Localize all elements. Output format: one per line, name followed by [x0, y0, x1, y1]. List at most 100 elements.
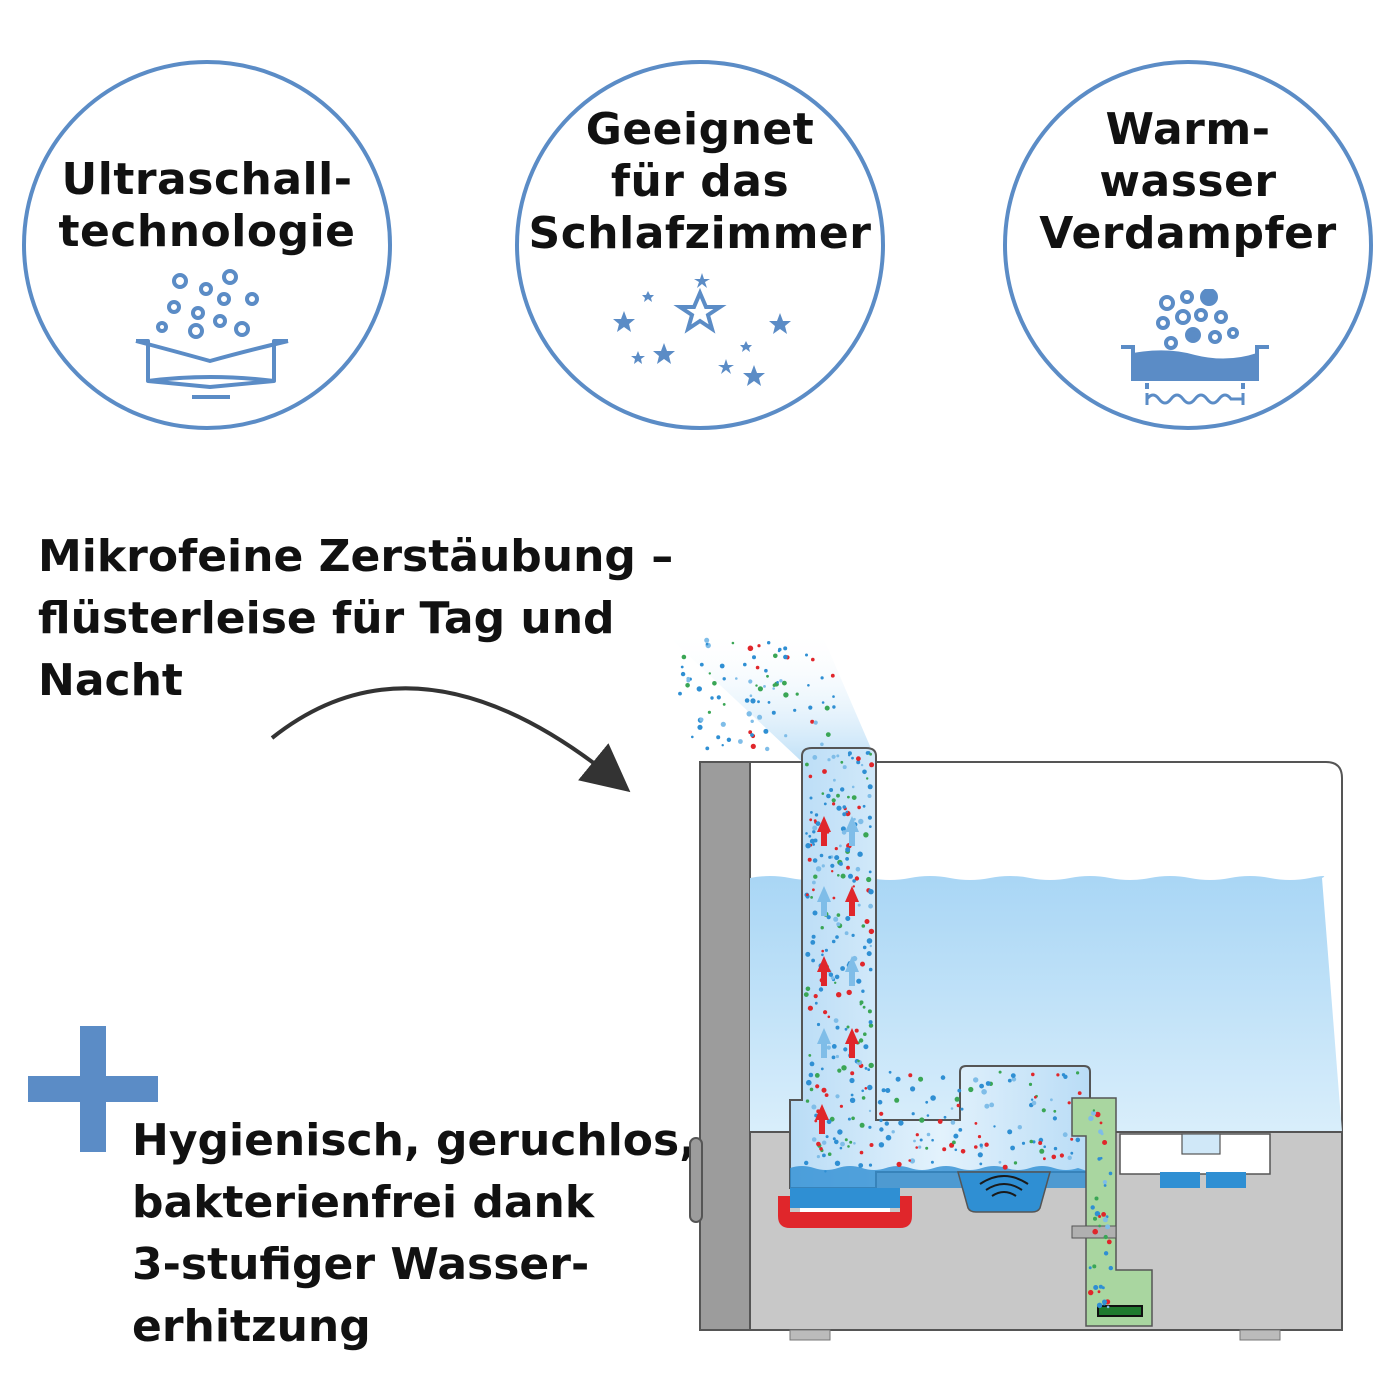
mist-particle [1103, 1184, 1107, 1187]
mist-particle [930, 1095, 936, 1101]
mist-particle [830, 673, 835, 678]
mist-particle [710, 696, 714, 700]
mist-particle [1102, 1180, 1107, 1185]
mist-particle [1031, 1100, 1037, 1106]
mist-particle [979, 1143, 983, 1147]
mist-particle [868, 825, 872, 828]
mist-particle [847, 1145, 850, 1148]
mist-particle [831, 1044, 837, 1049]
mist-particle [826, 1045, 831, 1050]
mist-particle [815, 1084, 820, 1089]
mist-particle [747, 645, 754, 652]
flow-arrow-up [817, 816, 831, 846]
mist-particle [1106, 1305, 1110, 1309]
mist-particle [851, 933, 855, 938]
mist-particle [859, 1000, 864, 1005]
mist-particle [868, 1062, 874, 1069]
mist-particle [953, 1133, 959, 1139]
right-chamber-water-right [1206, 1172, 1246, 1188]
mist-particle [773, 653, 778, 659]
badge-warmwater-text: Warm- wasser Verdampfer [1039, 104, 1337, 259]
mist-particle [1043, 1157, 1046, 1161]
right-chamber-water-left [1160, 1172, 1200, 1188]
mist-particle [843, 1047, 848, 1052]
mist-particle [837, 874, 840, 877]
mist-particle [832, 695, 835, 698]
side-knob [689, 1137, 703, 1223]
mist-particle [841, 1065, 847, 1071]
mist-particle [1092, 1264, 1097, 1269]
mist-particle [811, 958, 815, 963]
mist-particle [813, 819, 817, 822]
heated-bowl-bubbles-icon [1121, 289, 1269, 405]
heater-plate [800, 1208, 890, 1212]
mist-particle [842, 765, 847, 770]
mist-particle [686, 676, 690, 681]
mist-particle [1108, 1265, 1114, 1271]
mist-particle [812, 880, 816, 885]
mist-particle [896, 1161, 902, 1167]
mist-particle [815, 866, 822, 872]
mist-particle [973, 1077, 979, 1083]
mist-particle [811, 657, 815, 662]
mist-particle [803, 992, 809, 997]
mist-particle [835, 1094, 840, 1099]
mist-particle [974, 1122, 978, 1125]
mist-particle [825, 732, 831, 737]
mist-particle [895, 1076, 901, 1082]
sound-waves [979, 1175, 1029, 1197]
mist-particle [834, 1160, 841, 1167]
mist-particle [696, 686, 702, 692]
mist-particle [894, 1097, 900, 1103]
mist-particle [812, 755, 818, 760]
mist-particle [816, 1155, 821, 1159]
mist-particle [867, 1084, 873, 1091]
mist-particle [824, 948, 829, 952]
mist-particle [1094, 1196, 1099, 1201]
mist-particle [1101, 1286, 1105, 1290]
mist-particle [819, 853, 824, 858]
mist-particle [837, 1129, 843, 1135]
flow-arrow-up [817, 886, 831, 916]
mist-particle [1028, 1082, 1033, 1086]
mist-particle [779, 679, 783, 683]
mist-particle [813, 720, 818, 725]
mist-particle [977, 1135, 982, 1139]
mist-particle [808, 1054, 812, 1057]
ultrasonic-bowl-bubbles-icon [135, 269, 289, 399]
mist-particle [1038, 1141, 1043, 1145]
filter-heater [1097, 1305, 1143, 1317]
mist-particle [954, 1096, 960, 1102]
flow-arrow-up [845, 886, 859, 916]
badge-warmwater: Warm- wasser Verdampfer [1003, 60, 1373, 430]
mist-particle [868, 1109, 872, 1113]
mist-particle [809, 1061, 815, 1067]
mist-particle [816, 1022, 821, 1027]
mist-particle [839, 1104, 844, 1108]
mist-particle [862, 804, 866, 808]
mist-particle [1010, 1073, 1016, 1078]
mist-particle [851, 795, 857, 800]
mist-particle [743, 662, 747, 667]
mist-particle [1094, 1211, 1101, 1217]
mist-particle [844, 931, 849, 936]
mist-particle [833, 778, 836, 782]
mist-particle [840, 1141, 845, 1147]
mist-particle [908, 1073, 913, 1078]
mist-particle [857, 851, 863, 857]
mist-particle [925, 1100, 929, 1104]
mist-particle [755, 665, 760, 670]
mist-particle [699, 662, 704, 667]
mist-particle [813, 874, 818, 879]
mist-particle [812, 843, 815, 846]
mist-particle [812, 830, 816, 834]
mist-particle [811, 934, 816, 939]
mist-particle [910, 1086, 916, 1092]
filter-column [1071, 1097, 1153, 1327]
mist-particle [1076, 1071, 1080, 1075]
mist-particle [822, 769, 827, 774]
mist-particle [750, 719, 754, 723]
mist-particle [858, 1038, 864, 1043]
mist-particle [810, 719, 815, 724]
mist-particle [837, 1068, 842, 1073]
